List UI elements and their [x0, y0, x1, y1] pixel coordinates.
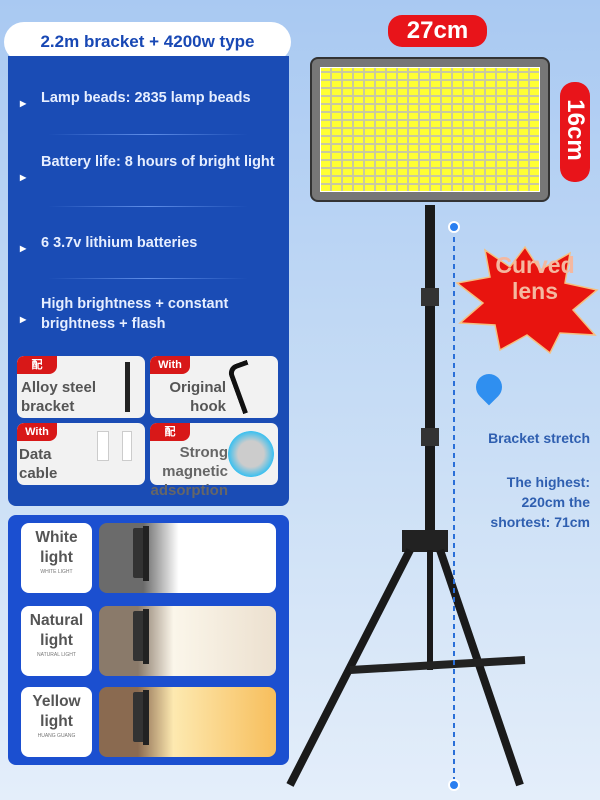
tripod-pole — [425, 205, 435, 535]
spec-text: Battery life: 8 hours of bright light — [41, 154, 275, 170]
curved-lens-badge: Curved lens — [495, 252, 575, 304]
magnet-image — [228, 431, 274, 477]
mode-subtitle: HUANG GUANG — [37, 733, 76, 739]
curved-lens-starburst — [455, 245, 599, 355]
led-panel-image — [310, 57, 550, 202]
mode-subtitle: WHITE LIGHT — [40, 569, 73, 575]
bullet-icon: ▶ — [20, 99, 27, 108]
accessory-label: Alloy steel bracket — [21, 379, 97, 415]
lamp-image — [133, 611, 145, 661]
accessory-magnet: 配 Strong magnetic adsorption — [150, 423, 278, 499]
product-title: 2.2m bracket + 4200w type — [4, 22, 291, 62]
spec-item: ▶ 6 3.7v lithium batteries — [20, 233, 288, 253]
accessory-cable: With Data cable — [17, 423, 145, 485]
pole-clamp — [421, 428, 439, 446]
width-badge: 27cm — [388, 15, 487, 47]
lamp-image — [143, 690, 149, 745]
white-light-image — [99, 523, 276, 593]
lamp-image — [133, 692, 145, 742]
stretch-top-dot — [448, 221, 460, 233]
natural-light-image — [99, 606, 276, 676]
stretch-label: Bracket stretch — [488, 430, 590, 446]
height-text: 16cm — [562, 99, 589, 161]
stretch-range: The highest: 220cm the shortest: 71cm — [490, 474, 590, 530]
mode-subtitle: NATURAL LIGHT — [37, 652, 76, 658]
height-badge: 16cm — [560, 82, 590, 182]
ribbon: 配 — [150, 423, 190, 441]
hook-image — [226, 359, 264, 415]
spec-panel: ▶ Lamp beads: 2835 lamp beads ▶ Battery li… — [8, 56, 289, 506]
led-grid — [320, 67, 540, 192]
stretch-bottom-dot — [448, 779, 460, 791]
accessory-label: Data cable — [19, 446, 58, 482]
accessory-label: Original hook — [169, 379, 226, 415]
spec-text: Lamp beads: 2835 lamp beads — [41, 90, 251, 106]
spec-text: 6 3.7v lithium batteries — [41, 235, 198, 251]
yellow-light-image — [99, 687, 276, 757]
ribbon: 配 — [17, 356, 57, 374]
divider — [48, 206, 248, 207]
ribbon: With — [150, 356, 190, 374]
lamp-image — [143, 526, 149, 581]
accessory-bracket: 配 Alloy steel bracket — [17, 356, 145, 418]
mode-title: Yellow light — [32, 693, 81, 730]
accessory-hook: With Original hook — [150, 356, 278, 418]
bullet-icon: ▶ — [20, 173, 27, 182]
tripod-brace — [349, 656, 526, 674]
cable-image — [97, 431, 109, 461]
cable-image — [122, 431, 132, 461]
spec-item: ▶ High brightness + constant brightness +… — [20, 294, 288, 334]
pole-clamp — [421, 288, 439, 306]
accessory-label: Strong magnetic adsorption — [150, 444, 229, 499]
lamp-image — [133, 528, 145, 578]
spec-text: High brightness + constant brightness + … — [41, 296, 229, 332]
divider — [48, 278, 248, 279]
mode-title: Natural light — [29, 612, 84, 649]
divider — [48, 134, 248, 135]
ribbon: With — [17, 423, 57, 441]
spec-item: ▶ Battery life: 8 hours of bright light — [20, 152, 288, 182]
lamp-image — [143, 609, 149, 664]
tripod-image — [286, 205, 526, 791]
bullet-icon: ▶ — [20, 315, 27, 324]
mode-title: White light — [35, 529, 78, 566]
spec-item: ▶ Lamp beads: 2835 lamp beads — [20, 88, 288, 108]
tripod-hub — [402, 530, 448, 552]
bracket-image — [125, 362, 130, 412]
bullet-icon: ▶ — [20, 244, 27, 253]
